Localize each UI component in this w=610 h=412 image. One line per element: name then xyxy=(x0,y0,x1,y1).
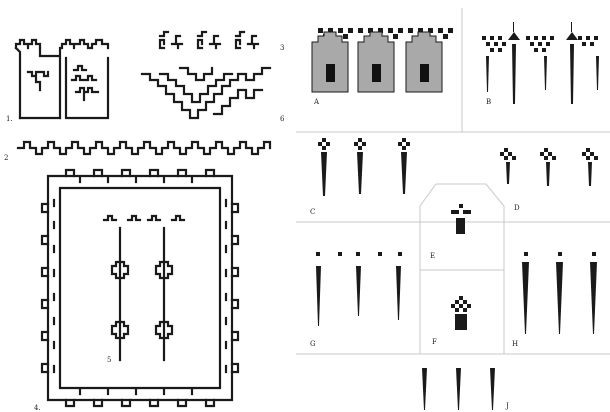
pattern-4-label: 4. xyxy=(34,404,41,412)
panel-f-motif xyxy=(451,296,471,330)
panel-d-spikes xyxy=(500,148,598,186)
house-2 xyxy=(358,32,394,92)
pattern-2-label: 2 xyxy=(4,154,8,162)
panel-h-spikes xyxy=(522,252,597,334)
panel-a-label: A xyxy=(313,98,320,106)
house-1 xyxy=(312,32,348,92)
pattern-1-label: 1. xyxy=(6,115,13,123)
panel-b-spikes xyxy=(482,22,599,104)
panel-e-motif xyxy=(451,204,471,234)
panel-f-label: F xyxy=(432,338,437,346)
panel-a-houses xyxy=(312,28,453,92)
pattern-5-label: 5 xyxy=(107,356,111,364)
pattern-1-arches xyxy=(16,40,108,118)
panel-c-spikes xyxy=(318,138,410,196)
house-3 xyxy=(406,32,442,92)
panel-b-label: B xyxy=(486,98,491,106)
panel-c-label: C xyxy=(310,208,315,216)
panel-h-label: H xyxy=(512,340,518,348)
panel-j-spikes xyxy=(422,368,495,410)
pattern-5-cross-columns xyxy=(104,216,184,360)
pattern-3-label: 3 xyxy=(280,44,284,52)
pattern-4-border-frame xyxy=(42,170,238,406)
pattern-3-fret-row xyxy=(160,32,258,48)
panel-g-label: G xyxy=(310,340,316,348)
panel-d-label: D xyxy=(514,204,520,212)
panel-j-label: J xyxy=(505,402,509,410)
pattern-6-label: 6 xyxy=(280,115,285,123)
panel-e-label: E xyxy=(430,252,435,260)
panel-g-spikes xyxy=(316,252,402,326)
pattern-2-band xyxy=(18,142,270,154)
pattern-6-stepped-triangle xyxy=(142,68,270,118)
